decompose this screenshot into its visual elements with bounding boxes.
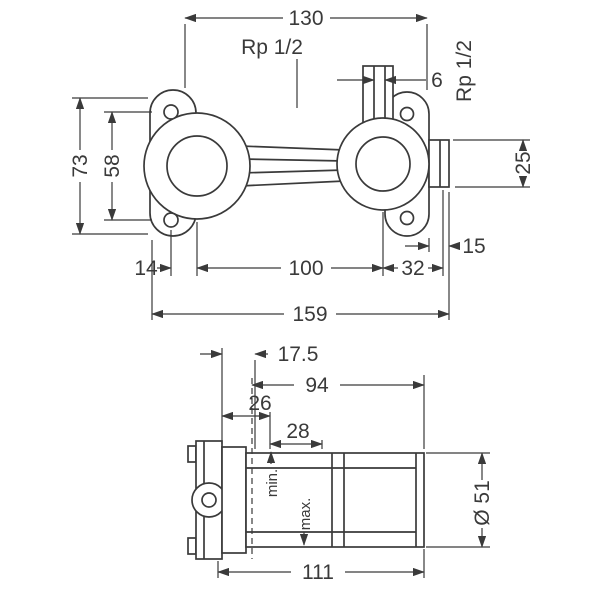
wall-bracket-tab [187, 445, 197, 463]
dimension-15: 15 [405, 192, 486, 320]
dim-32-label: 32 [401, 257, 424, 280]
mounting-hole [399, 210, 415, 226]
thread-label-top: Rp 1/2 [241, 36, 303, 108]
dim-94-label: 94 [305, 374, 329, 397]
dimension-159: 159 [151, 240, 450, 326]
dim-26-label: 26 [248, 392, 271, 415]
dimension-111: 111 [217, 549, 425, 584]
side-view: min. max. 17.5 94 26 2 [187, 343, 494, 584]
dim-14-label: 14 [134, 257, 158, 280]
left-thread-bore [166, 135, 228, 197]
dimension-28: 28 [269, 420, 323, 449]
body-cylinder [245, 452, 425, 548]
dim-25-label: 25 [512, 151, 535, 174]
thread-top-label: Rp 1/2 [241, 36, 303, 59]
min-label: min. [264, 469, 281, 497]
dim-130-label: 130 [288, 7, 323, 30]
top-view: 130 Rp 1/2 6 Rp 1/2 25 73 [69, 7, 535, 326]
dimension-94: 94 [251, 374, 425, 449]
dim-100-label: 100 [288, 257, 323, 280]
dim-111-label: 111 [302, 561, 334, 584]
connector-body [239, 145, 346, 187]
dimension-58: 58 [101, 111, 152, 221]
wall-bracket-tab [187, 537, 197, 555]
valve-body-side-outline [187, 378, 425, 560]
mounting-hole [163, 104, 179, 120]
mounting-hole [399, 106, 415, 122]
thread-side-label: Rp 1/2 [453, 40, 476, 102]
dimension-130: 130 [184, 7, 428, 90]
right-thread-bore [355, 136, 411, 192]
body-collar [221, 446, 247, 554]
mounting-hole [163, 212, 179, 228]
dim-15-label: 15 [462, 235, 485, 258]
dim-dia-51-label: Ø 51 [471, 480, 494, 526]
dimension-17-5: 17.5 [200, 343, 318, 449]
dim-58-label: 58 [101, 154, 124, 177]
top-port [362, 65, 394, 127]
dimension-73: 73 [69, 97, 148, 235]
dim-28-label: 28 [286, 420, 309, 443]
dimension-6: 6 [337, 69, 443, 92]
max-label: max. [297, 498, 314, 531]
side-port [428, 139, 450, 188]
dimension-dia-51: Ø 51 [426, 452, 494, 548]
dim-17-5-label: 17.5 [278, 343, 319, 366]
dim-6-label: 6 [431, 69, 443, 92]
dimension-25: 25 [453, 139, 535, 188]
dim-73-label: 73 [69, 154, 92, 177]
plaster-depth-marks: min. max. [264, 451, 314, 546]
bracket-boss-hole [201, 492, 217, 508]
dim-159-label: 159 [292, 303, 327, 326]
dimension-26: 26 [221, 392, 272, 449]
valve-body-top-outline [143, 65, 450, 237]
